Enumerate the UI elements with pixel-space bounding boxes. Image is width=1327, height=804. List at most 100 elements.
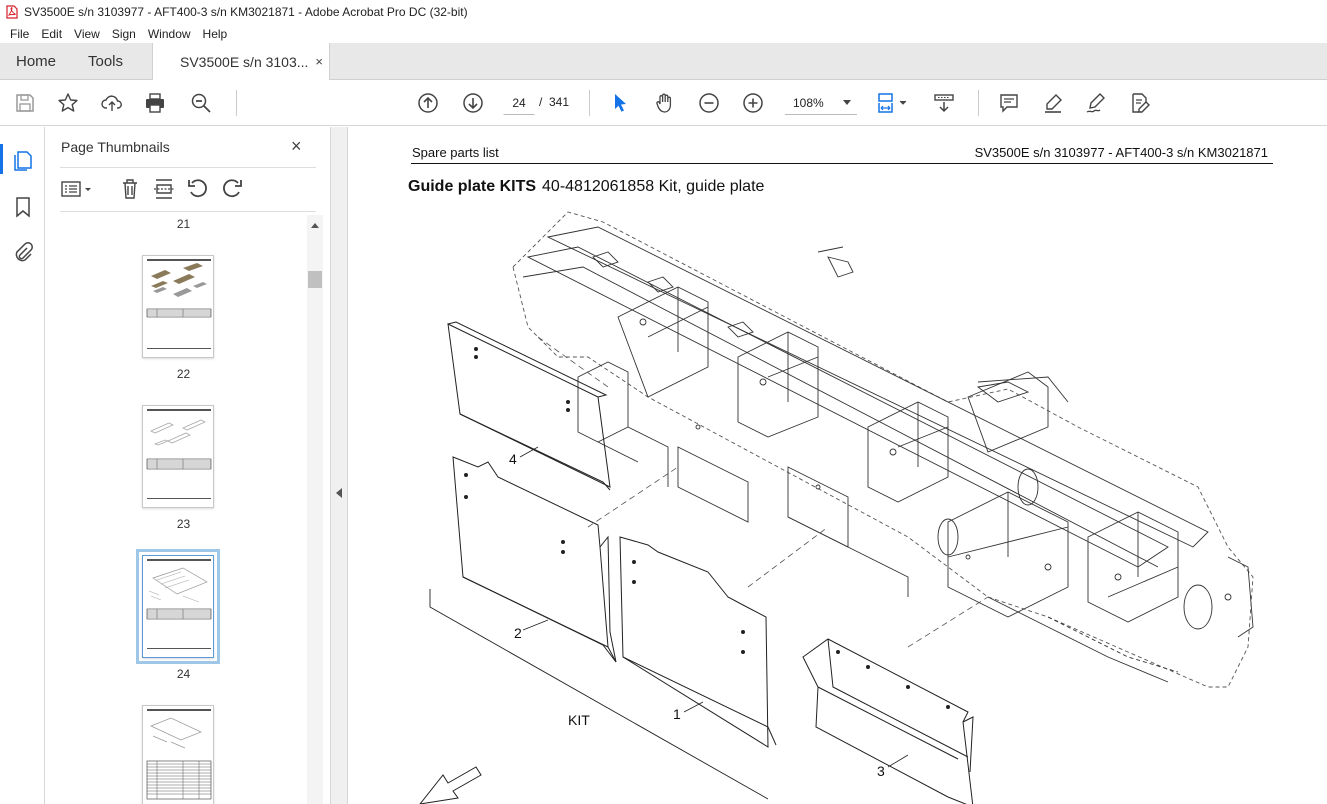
- callout-2: 2: [514, 625, 522, 641]
- orientation-arrow: [419, 766, 482, 804]
- callout-3: 3: [877, 763, 885, 779]
- extract-pages-icon[interactable]: [152, 177, 176, 201]
- chevron-down-icon: [843, 100, 851, 105]
- rotate-counterclockwise-icon[interactable]: [186, 177, 210, 201]
- panel-splitter[interactable]: [330, 127, 348, 804]
- bookmark-star-icon[interactable]: [56, 91, 80, 115]
- acrobat-app-icon: [6, 5, 18, 19]
- assembly-leader-lines: [537, 336, 989, 648]
- callout-kit: KIT: [568, 712, 590, 728]
- page-total: 341: [549, 95, 570, 109]
- thumbnail-label: 23: [176, 517, 191, 531]
- scroll-mode-icon[interactable]: [932, 91, 956, 115]
- zoom-level-dropdown[interactable]: 108%: [785, 91, 857, 115]
- panel-close-icon[interactable]: ×: [291, 136, 302, 156]
- comment-icon[interactable]: [997, 91, 1021, 115]
- page-header-left: Spare parts list: [412, 145, 499, 160]
- thumbnail-scrollbar[interactable]: [307, 215, 323, 804]
- callout-leader-3: [887, 754, 909, 768]
- panel-title: Page Thumbnails: [61, 139, 170, 155]
- thumbnail-page-24[interactable]: [136, 549, 220, 664]
- thumbnail-preview: [146, 709, 212, 800]
- tab-home[interactable]: Home: [16, 53, 57, 70]
- header-rule: [411, 163, 1273, 164]
- thumbnail-page-23[interactable]: [142, 405, 214, 508]
- document-view[interactable]: Spare parts list SV3500E s/n 3103977 - A…: [348, 127, 1327, 804]
- thumbnail-options-icon[interactable]: [60, 177, 96, 201]
- scroll-up-icon[interactable]: [311, 223, 319, 228]
- zoom-level-value: 108%: [793, 96, 824, 110]
- thumbnail-preview: [146, 409, 212, 499]
- tab-document[interactable]: SV3500E s/n 3103... ×: [152, 43, 330, 81]
- guide-plate-4: [447, 321, 611, 491]
- menu-view[interactable]: View: [74, 26, 100, 41]
- active-indicator: [0, 144, 3, 174]
- next-page-icon[interactable]: [461, 91, 485, 115]
- tab-close-icon[interactable]: ×: [315, 54, 323, 69]
- sign-icon[interactable]: [1084, 91, 1108, 115]
- heading-rest: 40-4812061858 Kit, guide plate: [542, 178, 765, 195]
- menu-help[interactable]: Help: [202, 26, 228, 41]
- heading-bold: Guide plate KITS: [408, 178, 537, 195]
- thumbnail-label: 22: [176, 367, 191, 381]
- title-bar: SV3500E s/n 3103977 - AFT400-3 s/n KM302…: [0, 0, 1327, 24]
- tab-document-label: SV3500E s/n 3103...: [180, 54, 309, 70]
- toolbar: 24 / 341 108%: [0, 80, 1327, 126]
- attachments-icon[interactable]: [11, 241, 35, 265]
- zoom-in-icon[interactable]: [741, 91, 765, 115]
- kit-bracket: [429, 589, 769, 800]
- thumbnail-preview: [146, 259, 212, 349]
- guide-plate-2: [452, 456, 617, 663]
- select-cursor-icon[interactable]: [608, 91, 632, 115]
- page-heading: Guide plate KITS 40-4812061858 Kit, guide…: [408, 178, 764, 196]
- zoom-search-icon[interactable]: [189, 91, 213, 115]
- callout-leader-4: [519, 446, 539, 458]
- fit-width-icon[interactable]: [876, 91, 912, 115]
- zoom-out-icon[interactable]: [697, 91, 721, 115]
- page-separator: /: [539, 95, 543, 109]
- parts-drawing: [419, 211, 1254, 804]
- menu-file[interactable]: File: [10, 26, 30, 41]
- edit-pdf-icon[interactable]: [1128, 91, 1152, 115]
- callout-4: 4: [509, 451, 517, 467]
- thumbnail-list[interactable]: 21 22 23: [60, 215, 307, 804]
- toolbar-separator: [589, 90, 590, 116]
- delete-page-icon[interactable]: [118, 177, 142, 201]
- page-thumbnails-icon[interactable]: [11, 149, 35, 173]
- page-header-right: SV3500E s/n 3103977 - AFT400-3 s/n KM302…: [974, 145, 1268, 160]
- collapse-panel-icon[interactable]: [336, 488, 342, 498]
- page-number-input[interactable]: 24: [503, 91, 535, 115]
- thumbnail-page-22[interactable]: [142, 255, 214, 358]
- print-icon[interactable]: [143, 91, 167, 115]
- machine-frame: [512, 211, 1254, 688]
- panel-divider: [60, 211, 316, 212]
- callout-leader-2: [522, 619, 549, 631]
- hand-icon[interactable]: [653, 91, 677, 115]
- page-thumbnails-panel: Page Thumbnails × 21: [45, 127, 330, 804]
- window-title: SV3500E s/n 3103977 - AFT400-3 s/n KM302…: [24, 5, 468, 19]
- highlight-icon[interactable]: [1041, 91, 1065, 115]
- bookmarks-icon[interactable]: [11, 195, 35, 219]
- guide-plate-1: [619, 536, 777, 748]
- prev-page-icon[interactable]: [416, 91, 440, 115]
- save-icon[interactable]: [13, 91, 37, 115]
- toolbar-separator: [236, 90, 237, 116]
- tab-bar: Home Tools SV3500E s/n 3103... ×: [0, 43, 1327, 81]
- scroll-thumb[interactable]: [308, 271, 322, 288]
- thumbnail-page-25[interactable]: [142, 705, 214, 804]
- thumbnail-preview: [146, 559, 212, 649]
- menu-bar: File Edit View Sign Window Help: [0, 24, 1327, 43]
- menu-sign[interactable]: Sign: [111, 26, 136, 41]
- rotate-clockwise-icon[interactable]: [220, 177, 244, 201]
- tab-tools[interactable]: Tools: [88, 53, 124, 70]
- guide-plate-3: [802, 638, 974, 804]
- callout-1: 1: [673, 706, 681, 722]
- menu-edit[interactable]: Edit: [41, 26, 63, 41]
- thumbnail-label: 21: [176, 217, 191, 231]
- toolbar-separator: [978, 90, 979, 116]
- left-navigation-rail: [0, 127, 45, 804]
- panel-divider: [60, 167, 316, 168]
- upload-icon[interactable]: [100, 91, 124, 115]
- menu-window[interactable]: Window: [147, 26, 191, 41]
- callout-leader-1: [683, 701, 704, 713]
